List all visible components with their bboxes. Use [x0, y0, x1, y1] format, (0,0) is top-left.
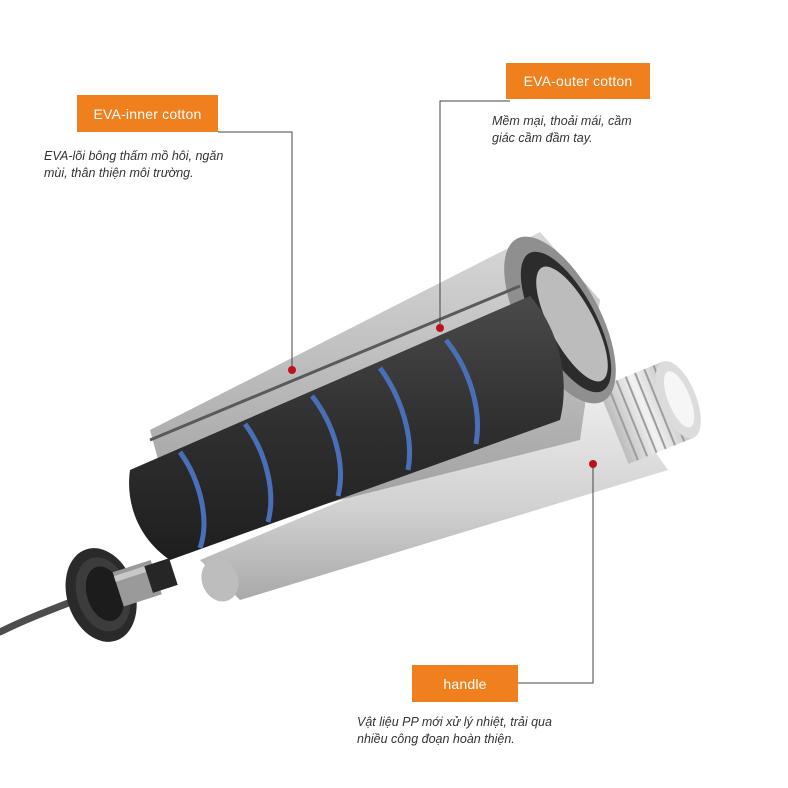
outer-cotton-desc-line-2: giác cầm đầm tay.	[492, 131, 593, 145]
handle-description: Vật liệu PP mới xử lý nhiệt, trải qua nh…	[357, 714, 552, 748]
handle-desc-line-1: Vật liệu PP mới xử lý nhiệt, trải qua	[357, 715, 552, 729]
outer-cotton-label: EVA-outer cotton	[506, 63, 650, 99]
inner-cotton-foam	[129, 284, 564, 560]
handle-label: handle	[412, 665, 518, 702]
bearing-cap	[65, 548, 178, 642]
leader-outer	[439, 100, 510, 328]
marker-dot-inner	[288, 366, 296, 374]
inner-cotton-desc-line-2: mùi, thân thiện môi trường.	[44, 166, 194, 180]
outer-cotton-desc-line-1: Mềm mại, thoải mái, cầm	[492, 114, 632, 128]
inner-cotton-label: EVA-inner cotton	[77, 95, 218, 132]
inner-cotton-desc-line-1: EVA-lõi bông thấm mồ hôi, ngăn	[44, 149, 224, 163]
leader-inner	[218, 131, 293, 370]
foam-stripe	[444, 338, 481, 445]
foam-stripe	[242, 422, 274, 523]
marker-dot-handle	[589, 460, 597, 468]
foam-stripe	[377, 366, 413, 471]
handle-desc-line-2: nhiều công đoạn hoàn thiện.	[357, 732, 515, 746]
marker-dot-outer	[436, 324, 444, 332]
foam-stripe	[310, 394, 343, 497]
handle-thread	[597, 361, 701, 464]
inner-cotton-description: EVA-lõi bông thấm mồ hôi, ngăn mùi, thân…	[44, 148, 223, 182]
foam-stripe	[177, 450, 207, 549]
outer-cotton-description: Mềm mại, thoải mái, cầm giác cầm đầm tay…	[492, 113, 632, 147]
